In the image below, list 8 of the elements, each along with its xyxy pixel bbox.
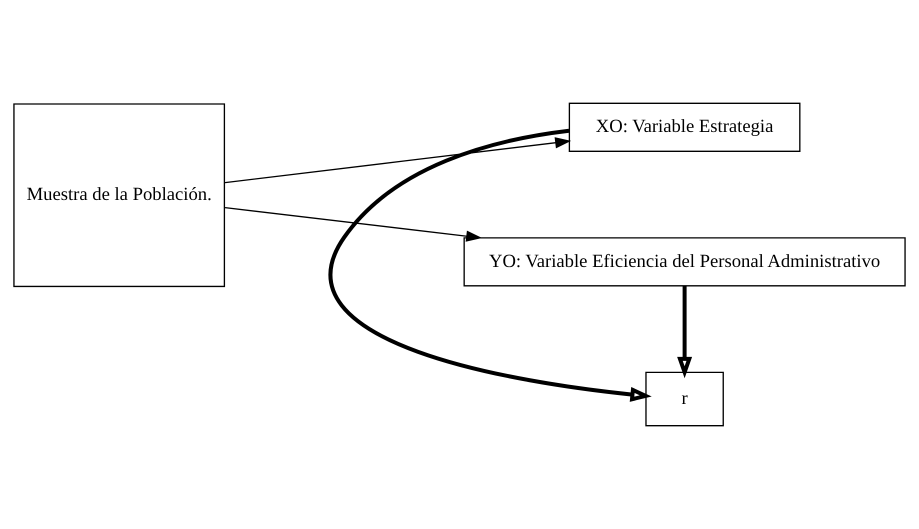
arrow [224, 137, 572, 184]
node-box: YO: Variable Eficiencia del Personal Administrativo [464, 237, 906, 286]
node-box: Muestra de la Población. [13, 103, 226, 288]
node-box: XO: Variable Estrategia [568, 102, 800, 152]
arrow [677, 286, 692, 378]
node-box: r [645, 372, 724, 426]
arrow [330, 128, 652, 402]
arrow [224, 206, 482, 242]
